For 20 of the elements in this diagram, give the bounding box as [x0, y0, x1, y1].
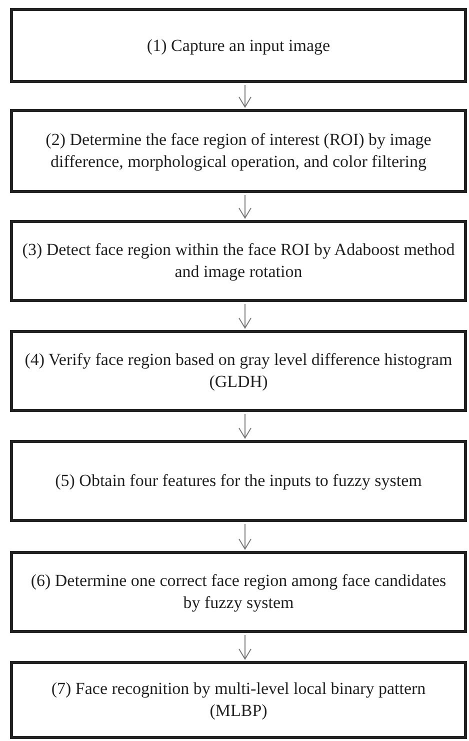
process-box [10, 440, 467, 522]
step-text: (3) Detect face region within the face ROI by Adaboost method and image rotation [21, 239, 456, 283]
process-box [10, 220, 467, 302]
step-text: (1) Capture an input image [146, 34, 330, 56]
step-text: (6) Determine one correct face region among face candidates by fuzzy system [30, 570, 448, 614]
arrow [238, 194, 252, 218]
step-text: (4) Verify face region based on gray level difference histogram (GLDH) [24, 349, 454, 393]
arrow [238, 414, 252, 438]
process-box [10, 8, 467, 83]
step-text: (7) Face recognition by multi-level local binary pattern (MLBP) [50, 678, 427, 722]
process-box [10, 109, 467, 193]
arrow [238, 304, 252, 328]
process-box [10, 661, 467, 739]
step-text: (2) Determine the face region of interest (ROI) by image difference, morphological operation, and color filtering [44, 129, 432, 173]
process-box [10, 551, 467, 633]
arrow [238, 634, 252, 660]
arrow [238, 524, 252, 550]
arrow [238, 84, 252, 108]
step-text: (5) Obtain four features for the inputs to fuzzy system [55, 470, 422, 492]
process-box [10, 330, 467, 412]
